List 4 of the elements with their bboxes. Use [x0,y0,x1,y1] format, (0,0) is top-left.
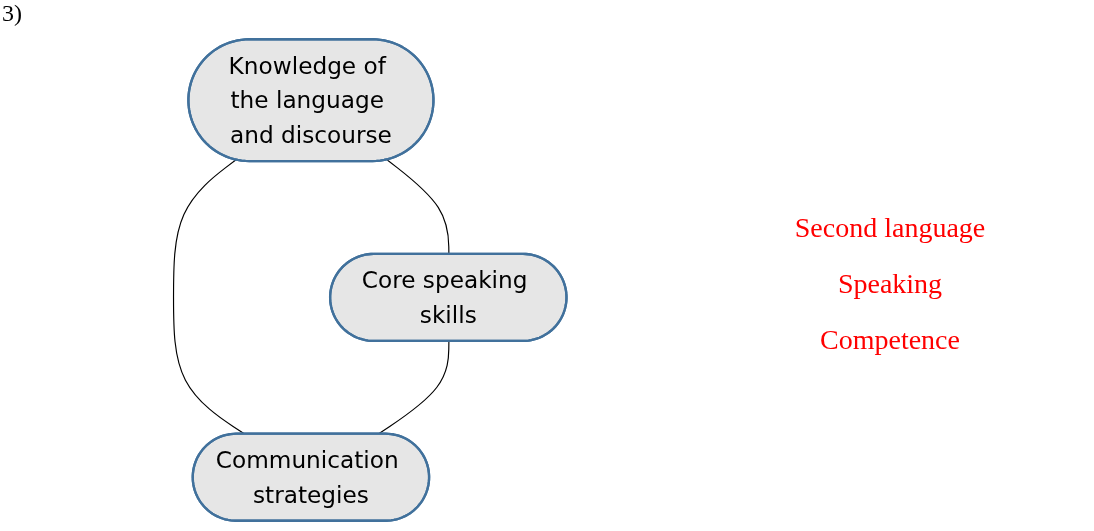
figure-number: 3) [2,0,22,27]
center-title: Competence [820,324,960,356]
center-title: Speaking [837,268,943,300]
center-title: Second language [794,212,986,244]
